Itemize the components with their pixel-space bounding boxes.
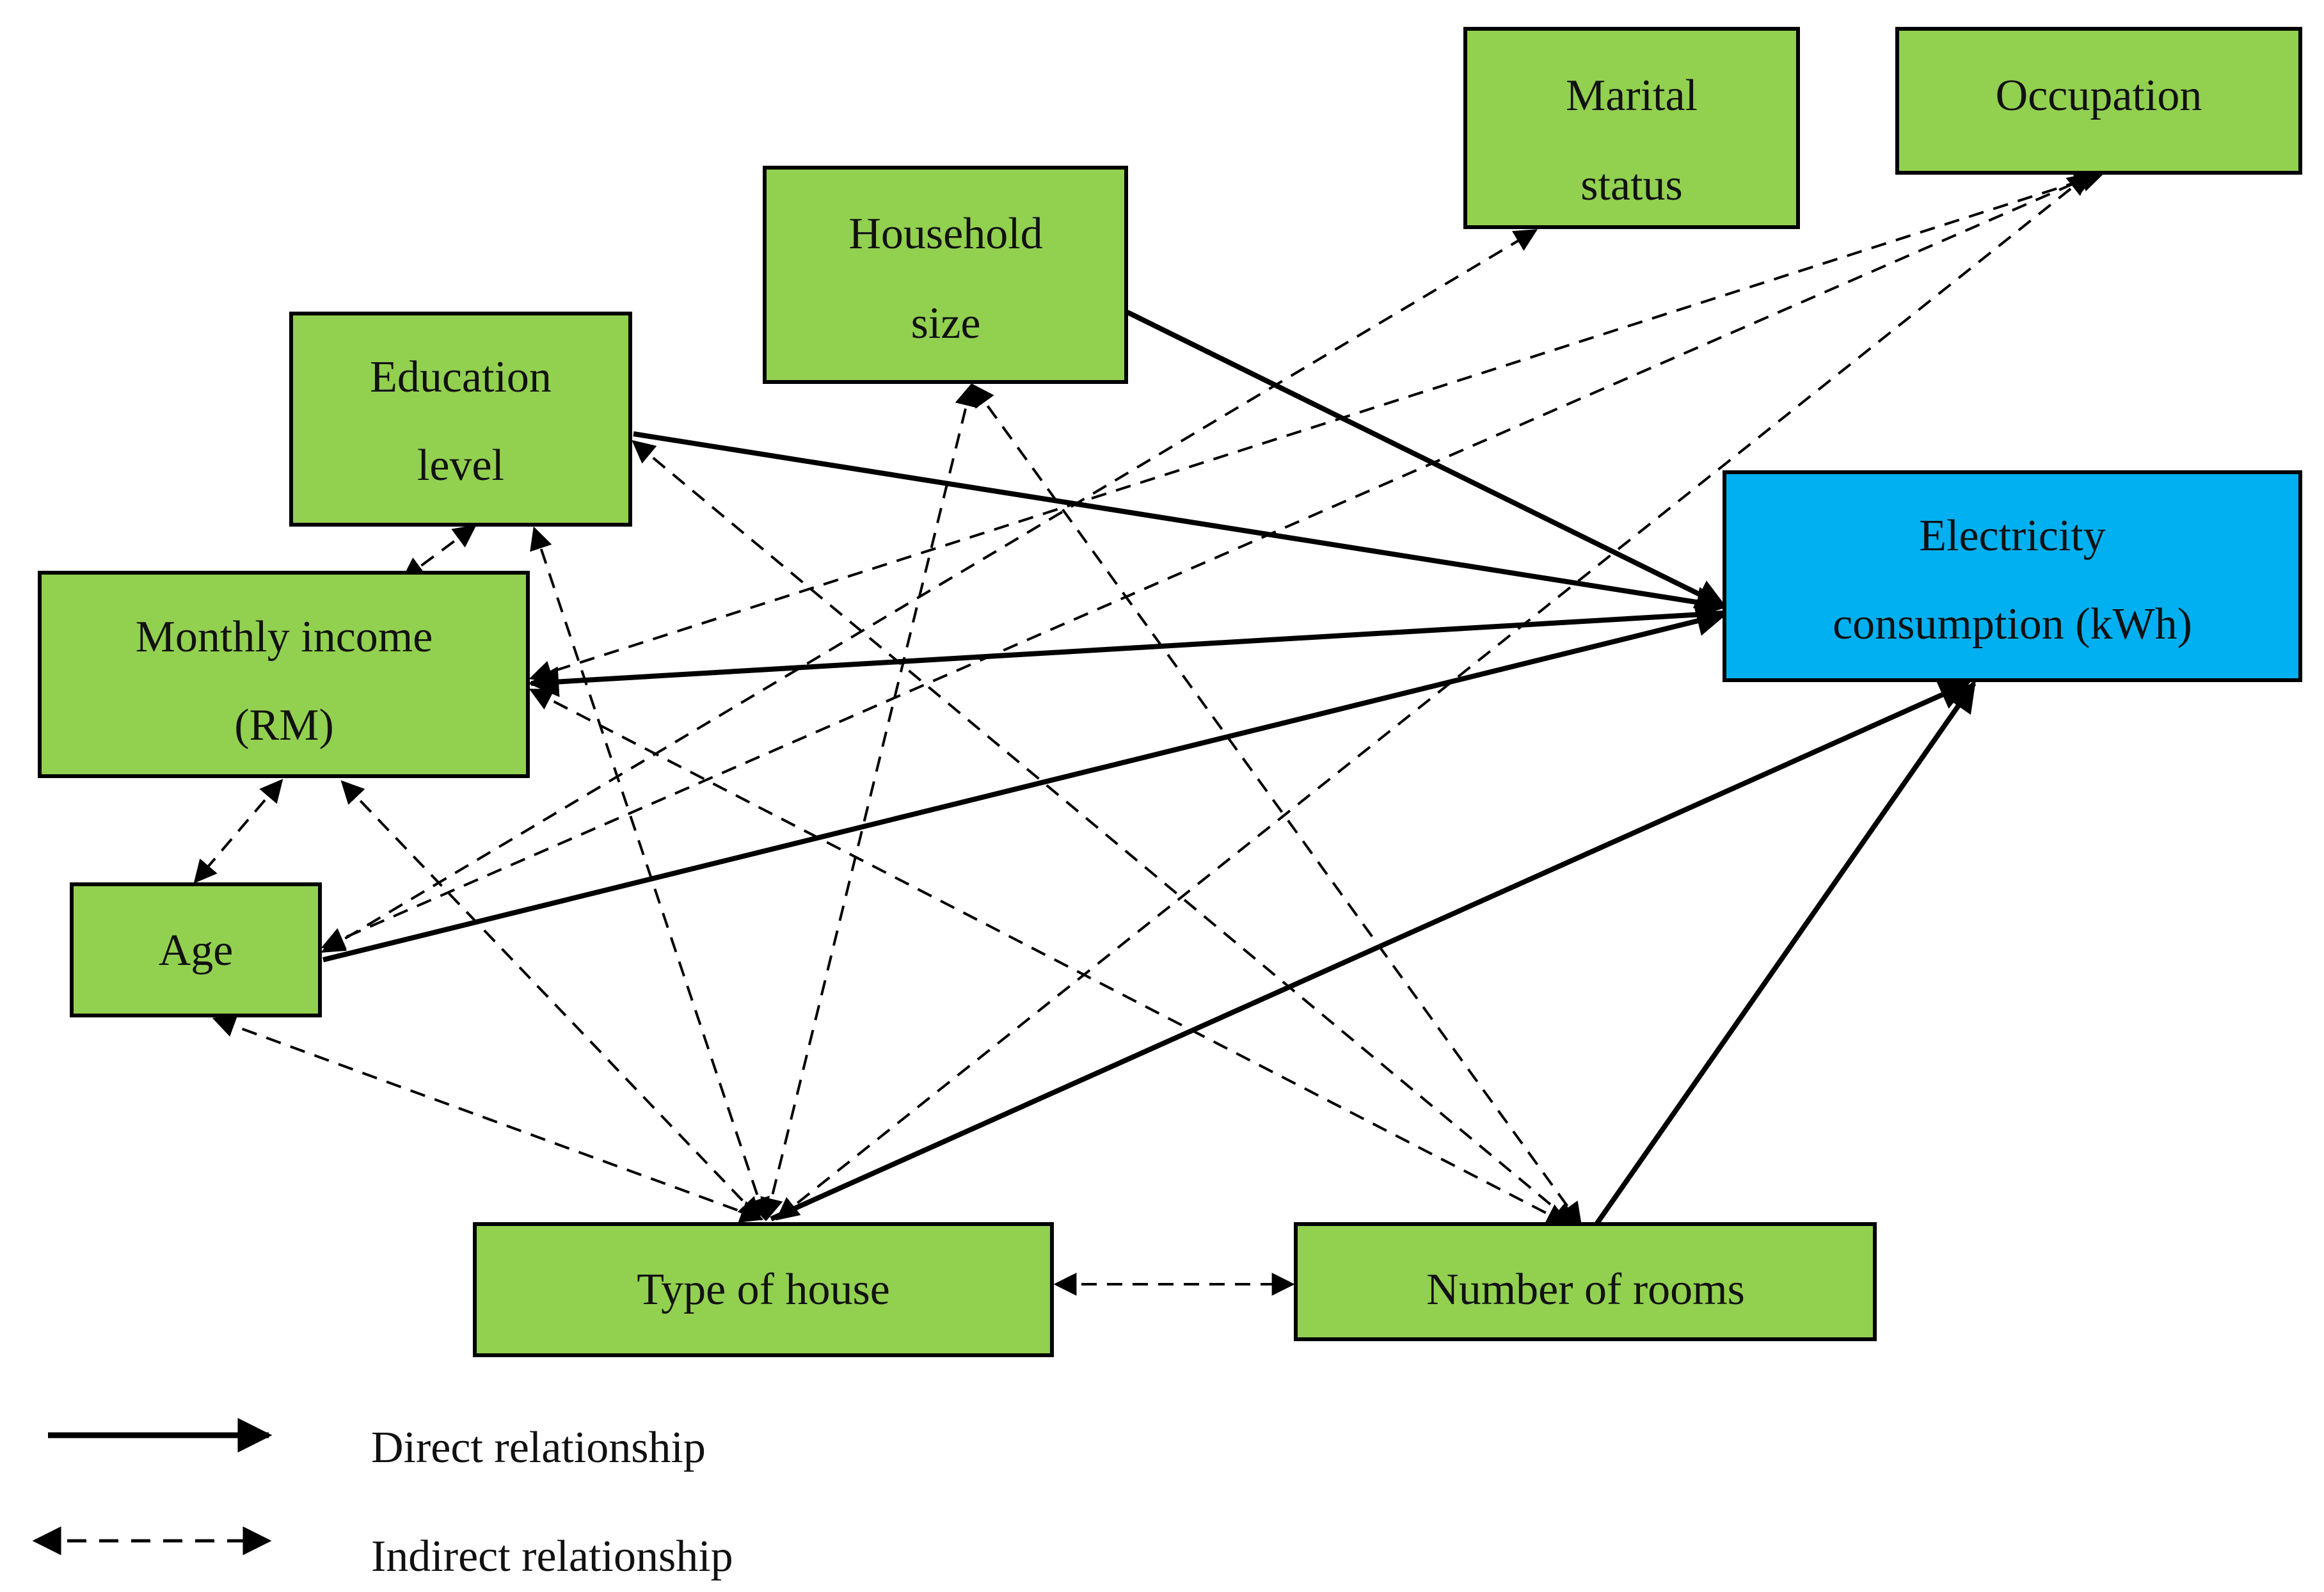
node-education-level-line-2: level [417, 441, 504, 490]
node-age: Age [70, 882, 322, 1017]
direct-edge-rooms-electricity [1594, 681, 1977, 1226]
node-type-of-house-label: Type of house [637, 1265, 890, 1314]
node-number-of-rooms: Number of rooms [1294, 1222, 1877, 1341]
node-marital-status-line-2: status [1580, 161, 1682, 210]
node-occupation-label: Occupation [1996, 71, 2202, 120]
direct-edge-household-electricity [1126, 310, 1728, 609]
node-marital-status-line-1: Marital [1566, 71, 1698, 120]
indirect-edge-house-age [212, 1015, 764, 1223]
node-electricity-consumption-line-1: Electricity [1919, 511, 2106, 561]
node-age-label: Age [159, 926, 234, 975]
node-type-of-house: Type of house [473, 1222, 1054, 1357]
node-education-level-line-1: Education [370, 353, 552, 402]
indirect-edge-income-age [193, 779, 283, 884]
node-electricity-consumption: Electricity consumption (kWh) [1723, 470, 2302, 682]
node-occupation: Occupation [1895, 27, 2302, 175]
nodes-layer: Marital status Occupation Household size… [38, 27, 2302, 1357]
indirect-edge-house-household [760, 383, 978, 1222]
direct-edge-electricity-income [528, 610, 1725, 697]
node-monthly-income: Monthly income (RM) [38, 571, 530, 778]
node-electricity-consumption-line-2: consumption (kWh) [1833, 600, 2192, 649]
legend-direct-label: Direct relationship [371, 1423, 706, 1472]
node-marital-status: Marital status [1463, 27, 1800, 229]
node-monthly-income-line-1: Monthly income [136, 612, 433, 662]
direct-edge-education-electricity [633, 431, 1728, 617]
node-household-size-line-2: size [911, 299, 981, 348]
legend: Direct relationship Indirect relationshi… [32, 1418, 733, 1581]
legend-indirect-label: Indirect relationship [371, 1532, 733, 1581]
node-household-size-line-1: Household [848, 209, 1042, 259]
node-education-level: Education level [289, 312, 632, 527]
edges-layer [193, 169, 2105, 1296]
direct-edge-age-electricity [322, 606, 1728, 962]
node-monthly-income-line-2: (RM) [234, 701, 334, 750]
indirect-edge-household-rooms [971, 383, 1582, 1226]
node-number-of-rooms-label: Number of rooms [1426, 1265, 1745, 1314]
indirect-edge-house-education [530, 526, 770, 1222]
indirect-edge-house-income [340, 780, 762, 1221]
indirect-edge-income-rooms [529, 689, 1570, 1225]
node-household-size: Household size [763, 166, 1128, 384]
direct-edge-house-electricity [770, 680, 1971, 1222]
